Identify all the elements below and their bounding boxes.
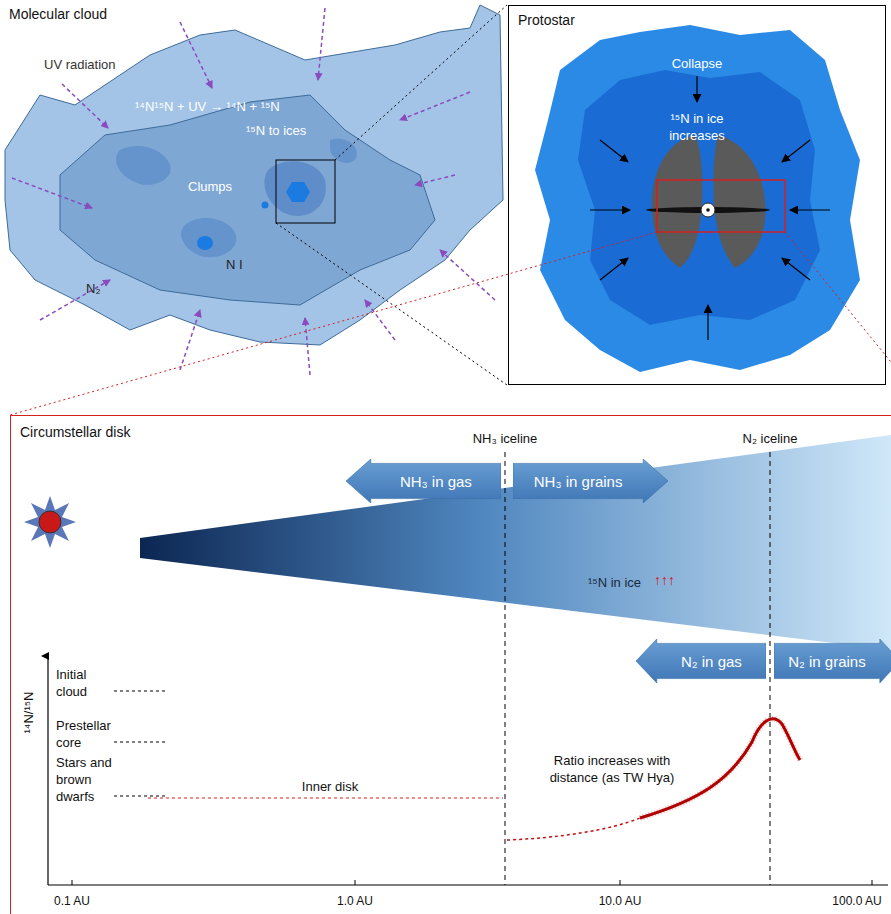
phase-arrow: NH₃ in grains bbox=[513, 459, 668, 503]
panel-title: Protostar bbox=[518, 12, 575, 28]
note-label: ¹⁵N in ice bbox=[588, 574, 641, 591]
tick-label: 100.0 AU bbox=[832, 893, 881, 910]
molecular-cloud bbox=[5, 5, 507, 385]
curve-label: Ratio increases with distance (as TW Hya… bbox=[547, 752, 677, 786]
process-label: Collapse bbox=[672, 55, 723, 72]
arrow-text: NH₃ in grains bbox=[534, 473, 623, 490]
trend-arrows: ↑↑↑ bbox=[654, 572, 675, 589]
tick-label: 10.0 AU bbox=[599, 893, 642, 910]
note-label: ¹⁵N in ice increases bbox=[652, 110, 742, 144]
iceline-label: NH₃ iceline bbox=[473, 430, 538, 447]
level-label: Prestellar core bbox=[56, 717, 120, 751]
region-label: Clumps bbox=[188, 178, 232, 195]
iceline-label: N₂ iceline bbox=[743, 430, 798, 447]
region-label: Inner disk bbox=[302, 778, 358, 795]
species-label: N I bbox=[226, 256, 243, 273]
disk-illustration bbox=[24, 435, 891, 885]
phase-arrow: NH₃ in gas bbox=[346, 459, 501, 503]
disk-panel: Circumstellar diskNH₃ in gas NH₃ in grain… bbox=[10, 415, 891, 914]
panel-title: Molecular cloud bbox=[9, 6, 107, 22]
phase-arrow: N₂ in grains bbox=[774, 639, 891, 683]
ratio-chart bbox=[48, 656, 888, 885]
arrow-text: N₂ in grains bbox=[788, 653, 866, 670]
note-label: ¹⁵N to ices bbox=[246, 122, 306, 139]
reaction-label: ¹⁴N¹⁵N + UV → ¹⁴N + ¹⁵N bbox=[135, 98, 280, 115]
tick-label: 1.0 AU bbox=[337, 893, 373, 910]
phase-arrow: N₂ in gas bbox=[636, 639, 766, 683]
protostar-envelope bbox=[10, 25, 891, 415]
arrow-text: N₂ in gas bbox=[681, 653, 742, 670]
axis-title: ¹⁴N/¹⁵N bbox=[20, 691, 37, 733]
radiation-label: UV radiation bbox=[44, 56, 116, 73]
level-label: Initial cloud bbox=[56, 666, 120, 700]
level-label: Stars and brown dwarfs bbox=[56, 754, 120, 805]
arrow-text: NH₃ in gas bbox=[400, 473, 472, 490]
species-label: N₂ bbox=[86, 280, 100, 297]
tick-label: 0.1 AU bbox=[54, 893, 90, 910]
panel-title: Circumstellar disk bbox=[20, 424, 130, 440]
